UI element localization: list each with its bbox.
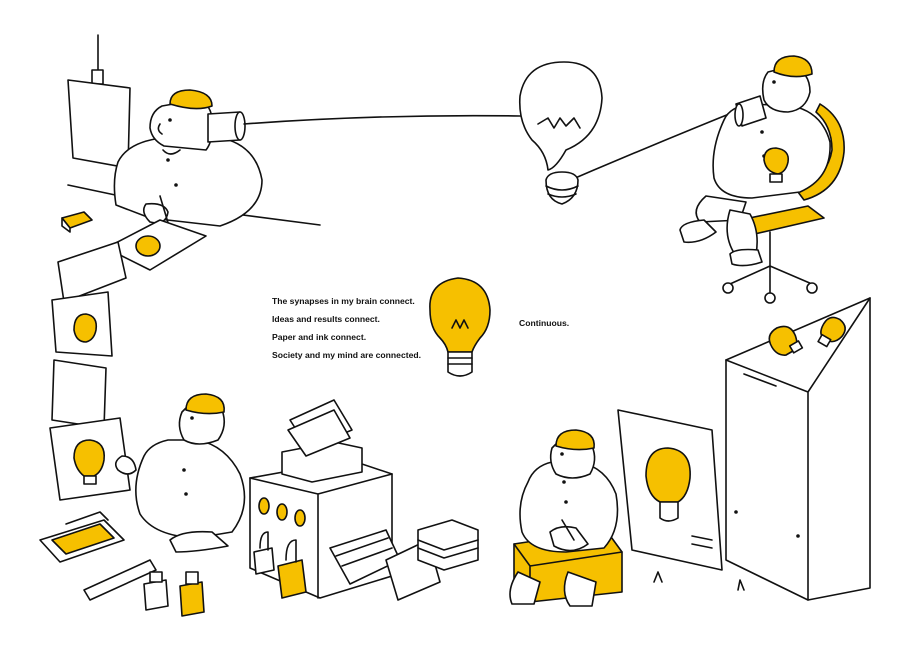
speech-bubble-icon [518, 61, 603, 205]
caption-line-ideas: Ideas and results connect. [272, 314, 380, 324]
caption-block: The synapses in my brain connect. Ideas … [272, 292, 447, 364]
light-bulb-icon [429, 277, 491, 377]
caption-line-paper-ink: Paper and ink connect. [272, 332, 367, 342]
caption-line-society: Society and my mind are connected. [272, 350, 422, 360]
paper-scroll [51, 241, 127, 429]
small-bulb-icon [768, 325, 804, 356]
roller-worker-figure [39, 393, 246, 617]
desk-worker-figure [61, 34, 321, 271]
phone-string [243, 111, 735, 189]
wall-and-posters [617, 297, 871, 601]
chair-worker-figure [679, 55, 845, 304]
caption-continuous: Continuous. [519, 318, 570, 328]
printing-press-icon [249, 399, 479, 601]
sitting-worker-figure [509, 429, 745, 607]
small-bulb-icon [817, 316, 846, 348]
caption-line-synapses: The synapses in my brain connect. [272, 296, 415, 306]
